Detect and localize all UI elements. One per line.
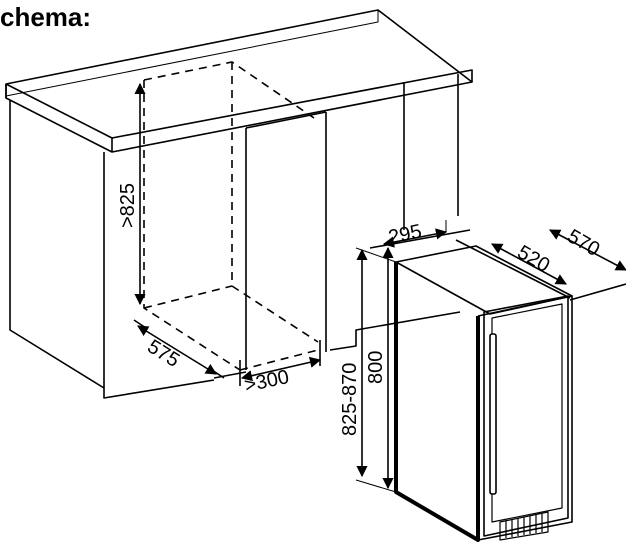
door-handle — [489, 333, 497, 495]
unit-height-label: 800 — [365, 351, 387, 384]
cooler-front — [394, 262, 480, 542]
vent-grille — [499, 511, 549, 541]
niche-depth-label: 575 — [143, 336, 183, 372]
unit-width-label: 295 — [386, 220, 423, 248]
niche-width-label: >300 — [242, 366, 291, 397]
cabinet-right-section — [245, 111, 327, 370]
install-height-label: 825-870 — [339, 363, 361, 436]
kitchen-cabinet — [5, 9, 473, 399]
cooler-glass — [491, 303, 563, 523]
cabinet-left-side — [9, 100, 105, 389]
cooler-dimension-lines — [355, 220, 626, 493]
niche-height-label: >825 — [117, 183, 139, 228]
page-title: chema: — [0, 2, 92, 32]
cooler-door — [483, 295, 569, 537]
niche-dimension-lines — [133, 82, 322, 386]
countertop — [5, 9, 473, 153]
wine-cooler — [394, 245, 573, 542]
